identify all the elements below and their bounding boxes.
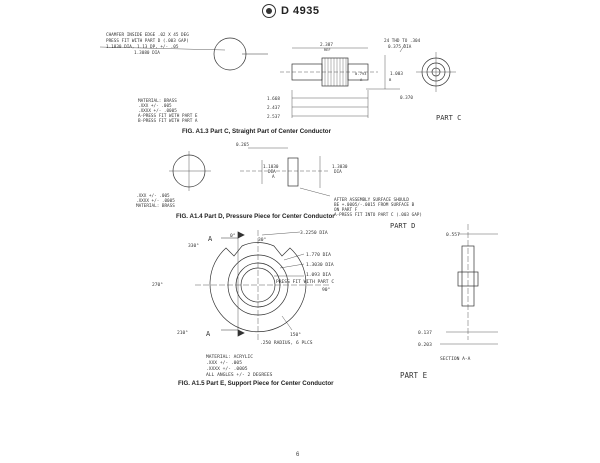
figure-part-e: [195, 224, 498, 345]
dim-label: 0.375 DIA: [388, 44, 412, 50]
figure-part-d: [169, 147, 331, 197]
part-d-text: 0.265 1.1030 DIA A 1.3030 DIA AFTER ASSE…: [136, 142, 422, 230]
document-header: D 4935: [262, 4, 319, 18]
dim-label: 1.668: [267, 96, 280, 102]
tol-line: MATERIAL: BRASS: [136, 203, 175, 209]
caption-fig-a1-5: FIG. A1.5 Part E, Support Piece for Cent…: [178, 380, 334, 387]
note-line: BE +.0005/-.0015 FROM SURFACE B: [334, 202, 415, 208]
part-e-circle-1303: [235, 262, 281, 308]
material-line: MATERIAL: BRASS: [138, 98, 177, 104]
part-e-outer-profile: [209, 242, 307, 333]
note-line: ON PART F: [334, 207, 358, 213]
dim-label: REF: [324, 48, 331, 52]
material-line: ALL ANGLES +/- 2 DEGREES: [206, 372, 273, 378]
document-number: D 4935: [281, 5, 320, 17]
dim-label: A: [360, 77, 363, 82]
section-label: SECTION A-A: [440, 356, 471, 362]
angle-label: 270°: [152, 282, 163, 288]
angle-label: 150°: [290, 332, 301, 338]
dim-label: 0.557: [446, 232, 460, 238]
note-line: CHAMFER INSIDE EDGE .02 X 45 DEG: [106, 32, 189, 38]
section-marker: A: [208, 235, 213, 243]
dim-label: .250 RADIUS, 6 PLCS: [260, 340, 313, 346]
part-label: PART E: [400, 371, 428, 380]
note-line: AFTER ASSEMBLY SURFACE SHOULD: [334, 197, 409, 203]
note-line: A-PRESS FIT INTO PART C (.003 GAP): [334, 212, 422, 218]
part-e-text: A 0° 330° 30° 3.2250 DIA 1.770 DIA 1.303…: [152, 230, 471, 380]
angle-label: 90°: [322, 287, 331, 293]
dim-label: 1.3030 DIA: [306, 262, 334, 268]
note-line: 1.1830 DIA, 1.13 DP, +/- .05: [106, 44, 179, 50]
dim-label: 2.437: [267, 105, 280, 111]
dim-label: 0.203: [418, 342, 432, 348]
dim-label: 0.265: [236, 142, 249, 148]
dim-label: 2.537: [267, 114, 280, 120]
dim-label: B: [389, 77, 392, 82]
dim-label: 1.003: [390, 71, 403, 77]
part-d-side-view: [287, 157, 299, 187]
material-line: .XXX +/- .005: [206, 360, 242, 366]
dim-label: PRESS FIT WITH PART C: [276, 279, 334, 285]
angle-label: 330°: [188, 243, 199, 249]
part-label: PART C: [436, 114, 461, 122]
part-c-end-view: [213, 37, 247, 71]
astm-logo-icon: [262, 4, 276, 18]
angle-label: 210°: [177, 330, 188, 336]
dim-label: 0.370: [400, 95, 413, 101]
dim-label: 0.793: [355, 71, 366, 76]
tol-line: .XXX +/- .005: [136, 193, 170, 199]
material-line: A-PRESS FIT WITH PART E: [138, 113, 198, 119]
material-line: B-PRESS FIT WITH PART A: [138, 118, 198, 124]
dim-label: 1.1030: [263, 164, 279, 170]
material-line: MATERIAL: ACRYLIC: [206, 354, 253, 360]
dim-label: DIA: [334, 169, 342, 175]
note-line: 1.3080 DIA: [134, 50, 160, 56]
caption-fig-a1-4: FIG. A1.4 Part D, Pressure Piece for Cen…: [176, 213, 335, 220]
dim-label: DIA: [268, 169, 276, 175]
dim-label: 3.2250 DIA: [300, 230, 328, 236]
tol-line: .XXXX +/- .0005: [136, 198, 175, 204]
dim-label: 24 THD TO .304: [384, 38, 421, 44]
dim-label: 1.3030: [332, 164, 348, 170]
page-number: 6: [296, 452, 300, 458]
dim-label: 1.093 DIA: [306, 272, 331, 278]
material-line: .XXX +/- .005: [138, 103, 172, 109]
angle-label: 30°: [258, 237, 267, 243]
part-label: PART D: [390, 222, 415, 230]
dim-label: 0.137: [418, 330, 432, 336]
leader-line: [99, 46, 226, 51]
material-line: .XXXX +/- .0005: [138, 108, 177, 114]
dim-label: 2.387: [320, 42, 333, 48]
figure-part-c: [99, 37, 456, 118]
angle-label: 0°: [230, 233, 236, 239]
note-line: PRESS FIT WITH PART D (.003 GAP): [106, 38, 189, 44]
caption-fig-a1-3: FIG. A1.3 Part C, Straight Part of Cente…: [182, 128, 331, 135]
dim-label: A: [272, 174, 275, 180]
part-c-text: CHAMFER INSIDE EDGE .02 X 45 DEG PRESS F…: [106, 32, 461, 124]
section-marker: A: [206, 330, 211, 338]
dim-label: 1.770 DIA: [306, 252, 331, 258]
material-line: .XXXX +/- .0005: [206, 366, 248, 372]
